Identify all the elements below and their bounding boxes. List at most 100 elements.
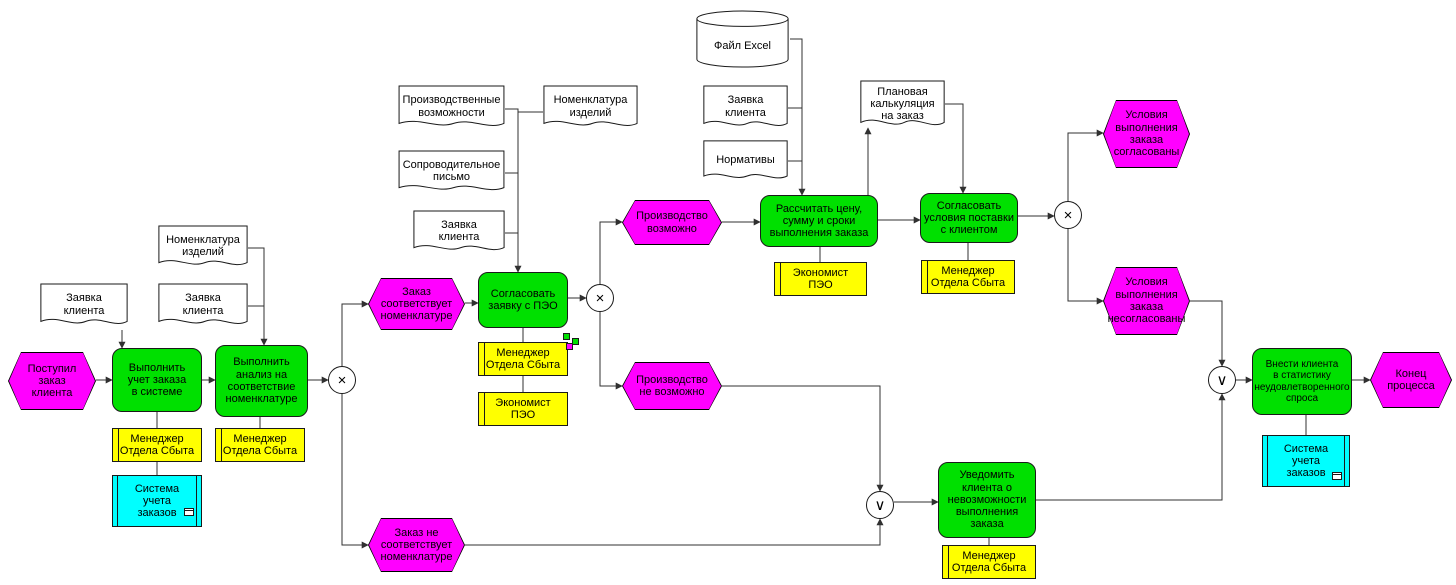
document-shape <box>703 140 788 185</box>
xor-gateway-3[interactable]: × <box>1054 201 1082 229</box>
org-unit-label: Менеджер Отдела Сбыта <box>930 264 1006 289</box>
org-unit-sales-manager-1[interactable]: Менеджер Отдела Сбыта <box>112 428 202 462</box>
org-unit-label: Экономист ПЭО <box>792 266 849 291</box>
connector <box>465 518 884 546</box>
org-unit-sales-manager-3[interactable]: Менеджер Отдела Сбыта <box>478 342 568 376</box>
document-label: Заявка клиента <box>438 218 480 243</box>
connector <box>722 385 884 492</box>
hexagon-fill <box>1104 268 1189 334</box>
document-client-request-3[interactable]: Заявка клиента <box>413 210 505 257</box>
org-unit-label: Менеджер Отдела Сбыта <box>119 432 195 457</box>
function-add-client-to-unmet-demand-stats[interactable]: Внести клиента в статистику неудовлетвор… <box>1252 348 1352 415</box>
document-label: Номенклатура изделий <box>553 94 628 119</box>
document-production-capabilities[interactable]: Производственные возможности <box>398 85 505 133</box>
org-unit-sales-manager-2[interactable]: Менеджер Отдела Сбыта <box>215 428 305 462</box>
function-label: Выполнить анализ на соответствие номенкл… <box>225 356 298 406</box>
document-client-request-2[interactable]: Заявка клиента <box>158 283 248 331</box>
connector <box>1067 129 1104 201</box>
hexagon-fill <box>9 353 95 409</box>
event-order-received[interactable]: Поступил заказ клиента <box>8 352 96 410</box>
event-production-impossible[interactable]: Производство не возможно <box>622 362 722 410</box>
function-analyze-nomenclature-match[interactable]: Выполнить анализ на соответствие номенкл… <box>215 345 308 417</box>
event-label: Производство возможно <box>636 210 708 235</box>
document-product-nomenclature-2[interactable]: Номенклатура изделий <box>543 85 638 133</box>
function-calculate-price-terms[interactable]: Рассчитать цену, сумму и сроки выполнени… <box>760 195 878 247</box>
connector <box>505 108 522 273</box>
document-shape <box>398 150 505 197</box>
document-shape <box>40 283 128 331</box>
event-order-matches-nomenclature[interactable]: Заказ соответствует номенклатуре <box>368 278 465 330</box>
system-label: Система учета заказов <box>1283 442 1329 480</box>
document-label: Номенклатура изделий <box>166 233 240 258</box>
org-unit-label: Менеджер Отдела Сбыта <box>222 432 298 457</box>
function-approve-request-with-peo[interactable]: Согласовать заявку с ПЭО <box>478 272 568 328</box>
hexagon-fill <box>369 279 464 329</box>
xor-symbol: × <box>337 371 347 389</box>
xor-gateway-2[interactable]: × <box>586 284 614 312</box>
event-production-possible[interactable]: Производство возможно <box>622 200 722 245</box>
system-label: Система учета заказов <box>134 482 180 520</box>
function-notify-client-impossible[interactable]: Уведомить клиента о невозможности выполн… <box>938 462 1036 538</box>
document-shape <box>158 225 248 272</box>
document-product-nomenclature-1[interactable]: Номенклатура изделий <box>158 225 248 272</box>
document-label: Сопроводительное письмо <box>402 158 501 183</box>
org-unit-peo-economist-1[interactable]: Экономист ПЭО <box>478 392 568 426</box>
or-symbol: ∨ <box>1216 371 1228 389</box>
event-label: Условия выполнения заказа согласованы <box>1113 109 1180 159</box>
connector <box>945 103 967 194</box>
xor-symbol: × <box>595 289 605 307</box>
or-gateway-2[interactable]: ∨ <box>1208 366 1236 394</box>
document-shape <box>703 85 788 133</box>
connector <box>790 38 806 196</box>
document-label: Заявка клиента <box>182 292 224 317</box>
document-standards[interactable]: Нормативы <box>703 140 788 185</box>
document-label: Заявка клиента <box>63 292 105 317</box>
connector <box>341 300 369 366</box>
assignment-icon <box>563 333 583 353</box>
event-order-not-matches-nomenclature[interactable]: Заказ не соответствует номенклатуре <box>368 518 465 572</box>
connector <box>599 312 623 390</box>
database-label: Файл Excel <box>714 39 771 52</box>
cylinder-shape <box>695 10 790 68</box>
system-marker-icon <box>184 508 194 516</box>
xor-gateway-1[interactable]: × <box>328 366 356 394</box>
function-register-order[interactable]: Выполнить учет заказа в системе <box>112 348 202 412</box>
document-cover-letter[interactable]: Сопроводительное письмо <box>398 150 505 197</box>
document-label: Плановая калькуляция на заказ <box>870 85 935 123</box>
database-excel-file[interactable]: Файл Excel <box>695 10 790 68</box>
event-process-end[interactable]: Конец процесса <box>1370 352 1452 408</box>
event-label: Условия выполнения заказа несогласованы <box>1107 276 1186 326</box>
function-label: Согласовать условия поставки с клиентом <box>924 199 1014 237</box>
event-terms-not-agreed[interactable]: Условия выполнения заказа несогласованы <box>1103 267 1190 335</box>
org-unit-sales-manager-5[interactable]: Менеджер Отдела Сбыта <box>942 545 1036 579</box>
xor-symbol: × <box>1063 206 1073 224</box>
hexagon-fill <box>369 519 464 571</box>
org-unit-label: Менеджер Отдела Сбыта <box>951 549 1027 574</box>
org-unit-peo-economist-2[interactable]: Экономист ПЭО <box>774 262 867 296</box>
document-planned-calculation[interactable]: Плановая калькуляция на заказ <box>860 80 945 133</box>
document-client-request-4[interactable]: Заявка клиента <box>703 85 788 133</box>
event-label: Заказ не соответствует номенклатуре <box>380 526 453 564</box>
hexagon-fill <box>1371 353 1451 407</box>
function-label: Уведомить клиента о невозможности выполн… <box>947 469 1027 531</box>
document-label: Производственные возможности <box>402 94 501 119</box>
system-order-accounting-1[interactable]: Система учета заказов <box>112 475 202 527</box>
document-client-request-1[interactable]: Заявка клиента <box>40 283 128 331</box>
document-label: Заявка клиента <box>725 94 766 119</box>
connector <box>1190 300 1226 367</box>
event-label: Производство не возможно <box>636 373 708 398</box>
org-unit-label: Менеджер Отдела Сбыта <box>485 346 561 371</box>
function-agree-delivery-terms[interactable]: Согласовать условия поставки с клиентом <box>920 193 1018 243</box>
document-shape <box>413 210 505 257</box>
event-terms-agreed[interactable]: Условия выполнения заказа согласованы <box>1103 100 1190 168</box>
function-label: Внести клиента в статистику неудовлетвор… <box>1254 359 1350 404</box>
function-label: Рассчитать цену, сумму и сроки выполнени… <box>769 202 869 240</box>
event-label: Заказ соответствует номенклатуре <box>380 285 453 323</box>
function-label: Выполнить учет заказа в системе <box>127 361 187 399</box>
org-unit-sales-manager-4[interactable]: Менеджер Отдела Сбыта <box>921 260 1015 294</box>
org-unit-label: Экономист ПЭО <box>495 396 551 421</box>
or-gateway-1[interactable]: ∨ <box>866 491 894 519</box>
connector <box>1067 229 1104 305</box>
